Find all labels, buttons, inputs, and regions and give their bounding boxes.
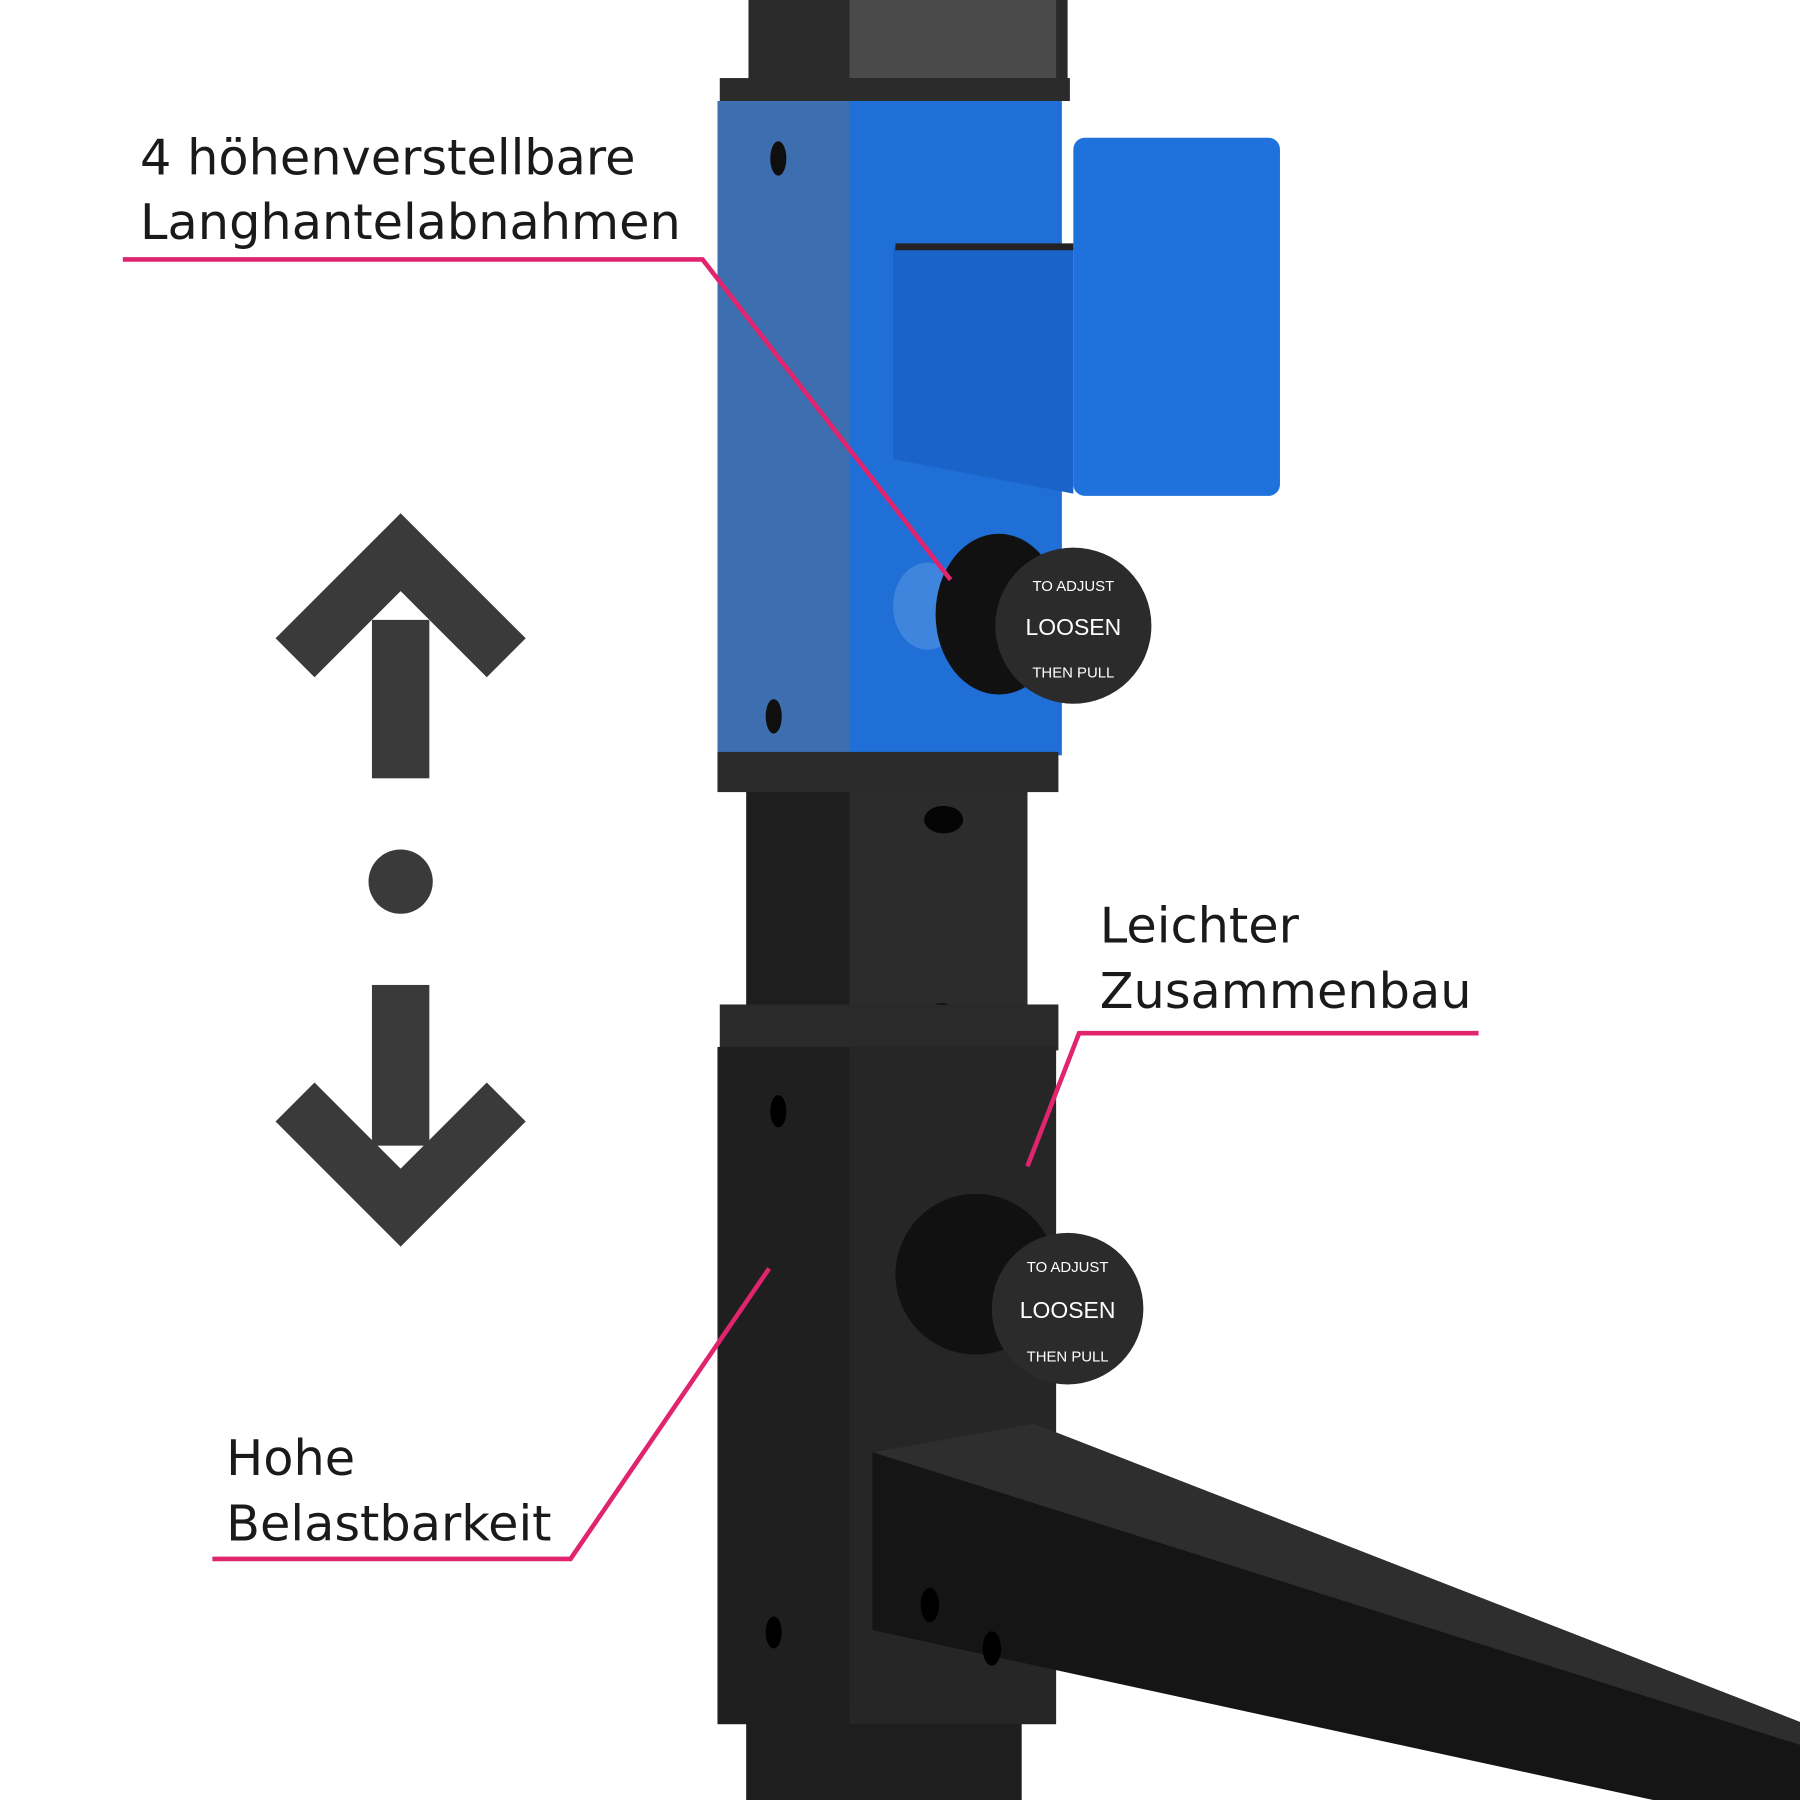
callout-line-assembly (1025, 1030, 1479, 1168)
callout-capacity-line2: Belastbarkeit (226, 1495, 551, 1553)
callout-assembly-line1: Leichter (1100, 896, 1300, 954)
callout-adjustable-line2: Langhantelabnahmen (140, 193, 681, 251)
arrow-down-icon (275, 1082, 526, 1247)
callout-line-capacity (212, 1267, 772, 1562)
locking-knob-upper[interactable]: TO ADJUST LOOSEN THEN PULL (893, 533, 1152, 704)
j-hook (893, 137, 1280, 496)
knob-center-text: LOOSEN (1020, 1297, 1116, 1323)
callout-capacity-line1: Hohe (226, 1429, 355, 1487)
callout-adjustable-line1: 4 höhenverstellbare (140, 128, 635, 186)
knob-bottom-text: THEN PULL (1027, 1348, 1109, 1365)
lower-pole (746, 1710, 1022, 1800)
callout-line-adjustable (122, 257, 953, 582)
knob-bottom-text: THEN PULL (1032, 664, 1114, 681)
knob-center-text: LOOSEN (1026, 614, 1122, 640)
knob-top-text: TO ADJUST (1027, 1259, 1109, 1276)
callout-assembly-line2: Zusammenbau (1100, 962, 1472, 1020)
knob-top-text: TO ADJUST (1032, 578, 1114, 595)
locking-knob-lower[interactable]: TO ADJUST LOOSEN THEN PULL (895, 1193, 1144, 1385)
arrow-up-icon (275, 513, 526, 678)
dot-icon (368, 849, 433, 914)
